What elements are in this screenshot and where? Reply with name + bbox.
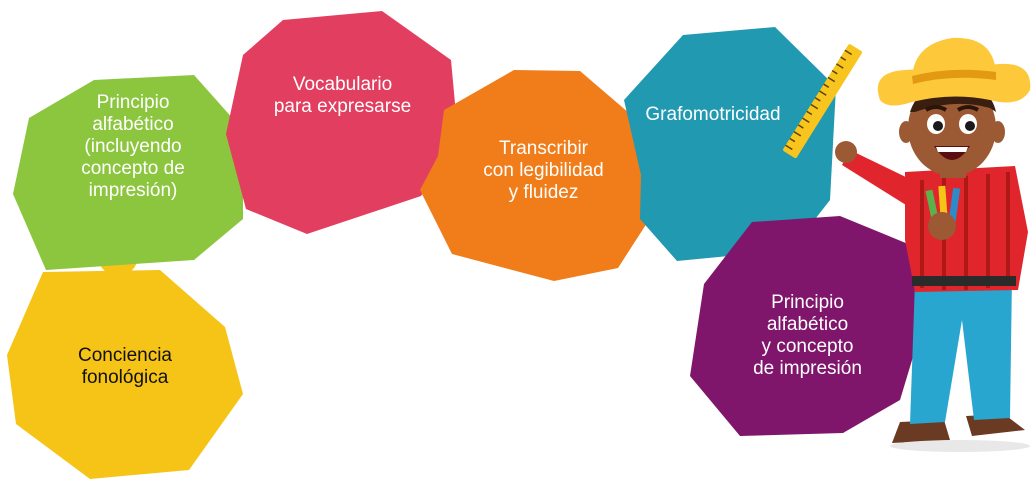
hat-crown (912, 37, 996, 78)
teeth (936, 147, 968, 152)
raised-hand (835, 141, 857, 163)
belt (912, 276, 1016, 286)
puzzle-piece-transcribir (420, 70, 656, 281)
left-shoe (892, 420, 950, 443)
eyebrows (924, 105, 980, 112)
label-principio-alfabetico-incluyendo: Principio alfabético (incluyendo concept… (81, 92, 185, 201)
right-pupil (965, 121, 975, 131)
puzzle-piece-principio2 (690, 216, 922, 436)
raised-arm (842, 150, 912, 205)
left-pupil (933, 121, 943, 131)
ruler-ticks (785, 49, 853, 151)
label-conciencia-fonologica: Conciencia fonológica (78, 345, 172, 388)
ground-shadow (890, 440, 1030, 452)
pants (910, 276, 1012, 424)
puzzle-piece-grafomotricidad (624, 27, 836, 261)
ruler (783, 44, 862, 159)
right-ear (991, 121, 1005, 143)
puzzle-piece-principio1 (13, 75, 243, 270)
label-transcribir: Transcribir con legibilidad y fluidez (483, 138, 604, 203)
hat-band (912, 69, 996, 84)
puzzle-piece-vocabulario (226, 11, 458, 234)
left-ear (899, 121, 913, 143)
label-grafomotricidad: Grafomotricidad (645, 104, 781, 125)
puzzle-piece-conciencia (7, 270, 243, 479)
lower-hand (928, 212, 956, 240)
boy-figure (783, 37, 1031, 452)
label-principio-alfabetico-concepto: Principio alfabético y concepto de impre… (753, 292, 862, 379)
label-vocabulario: Vocabulario para expresarse (273, 74, 412, 117)
